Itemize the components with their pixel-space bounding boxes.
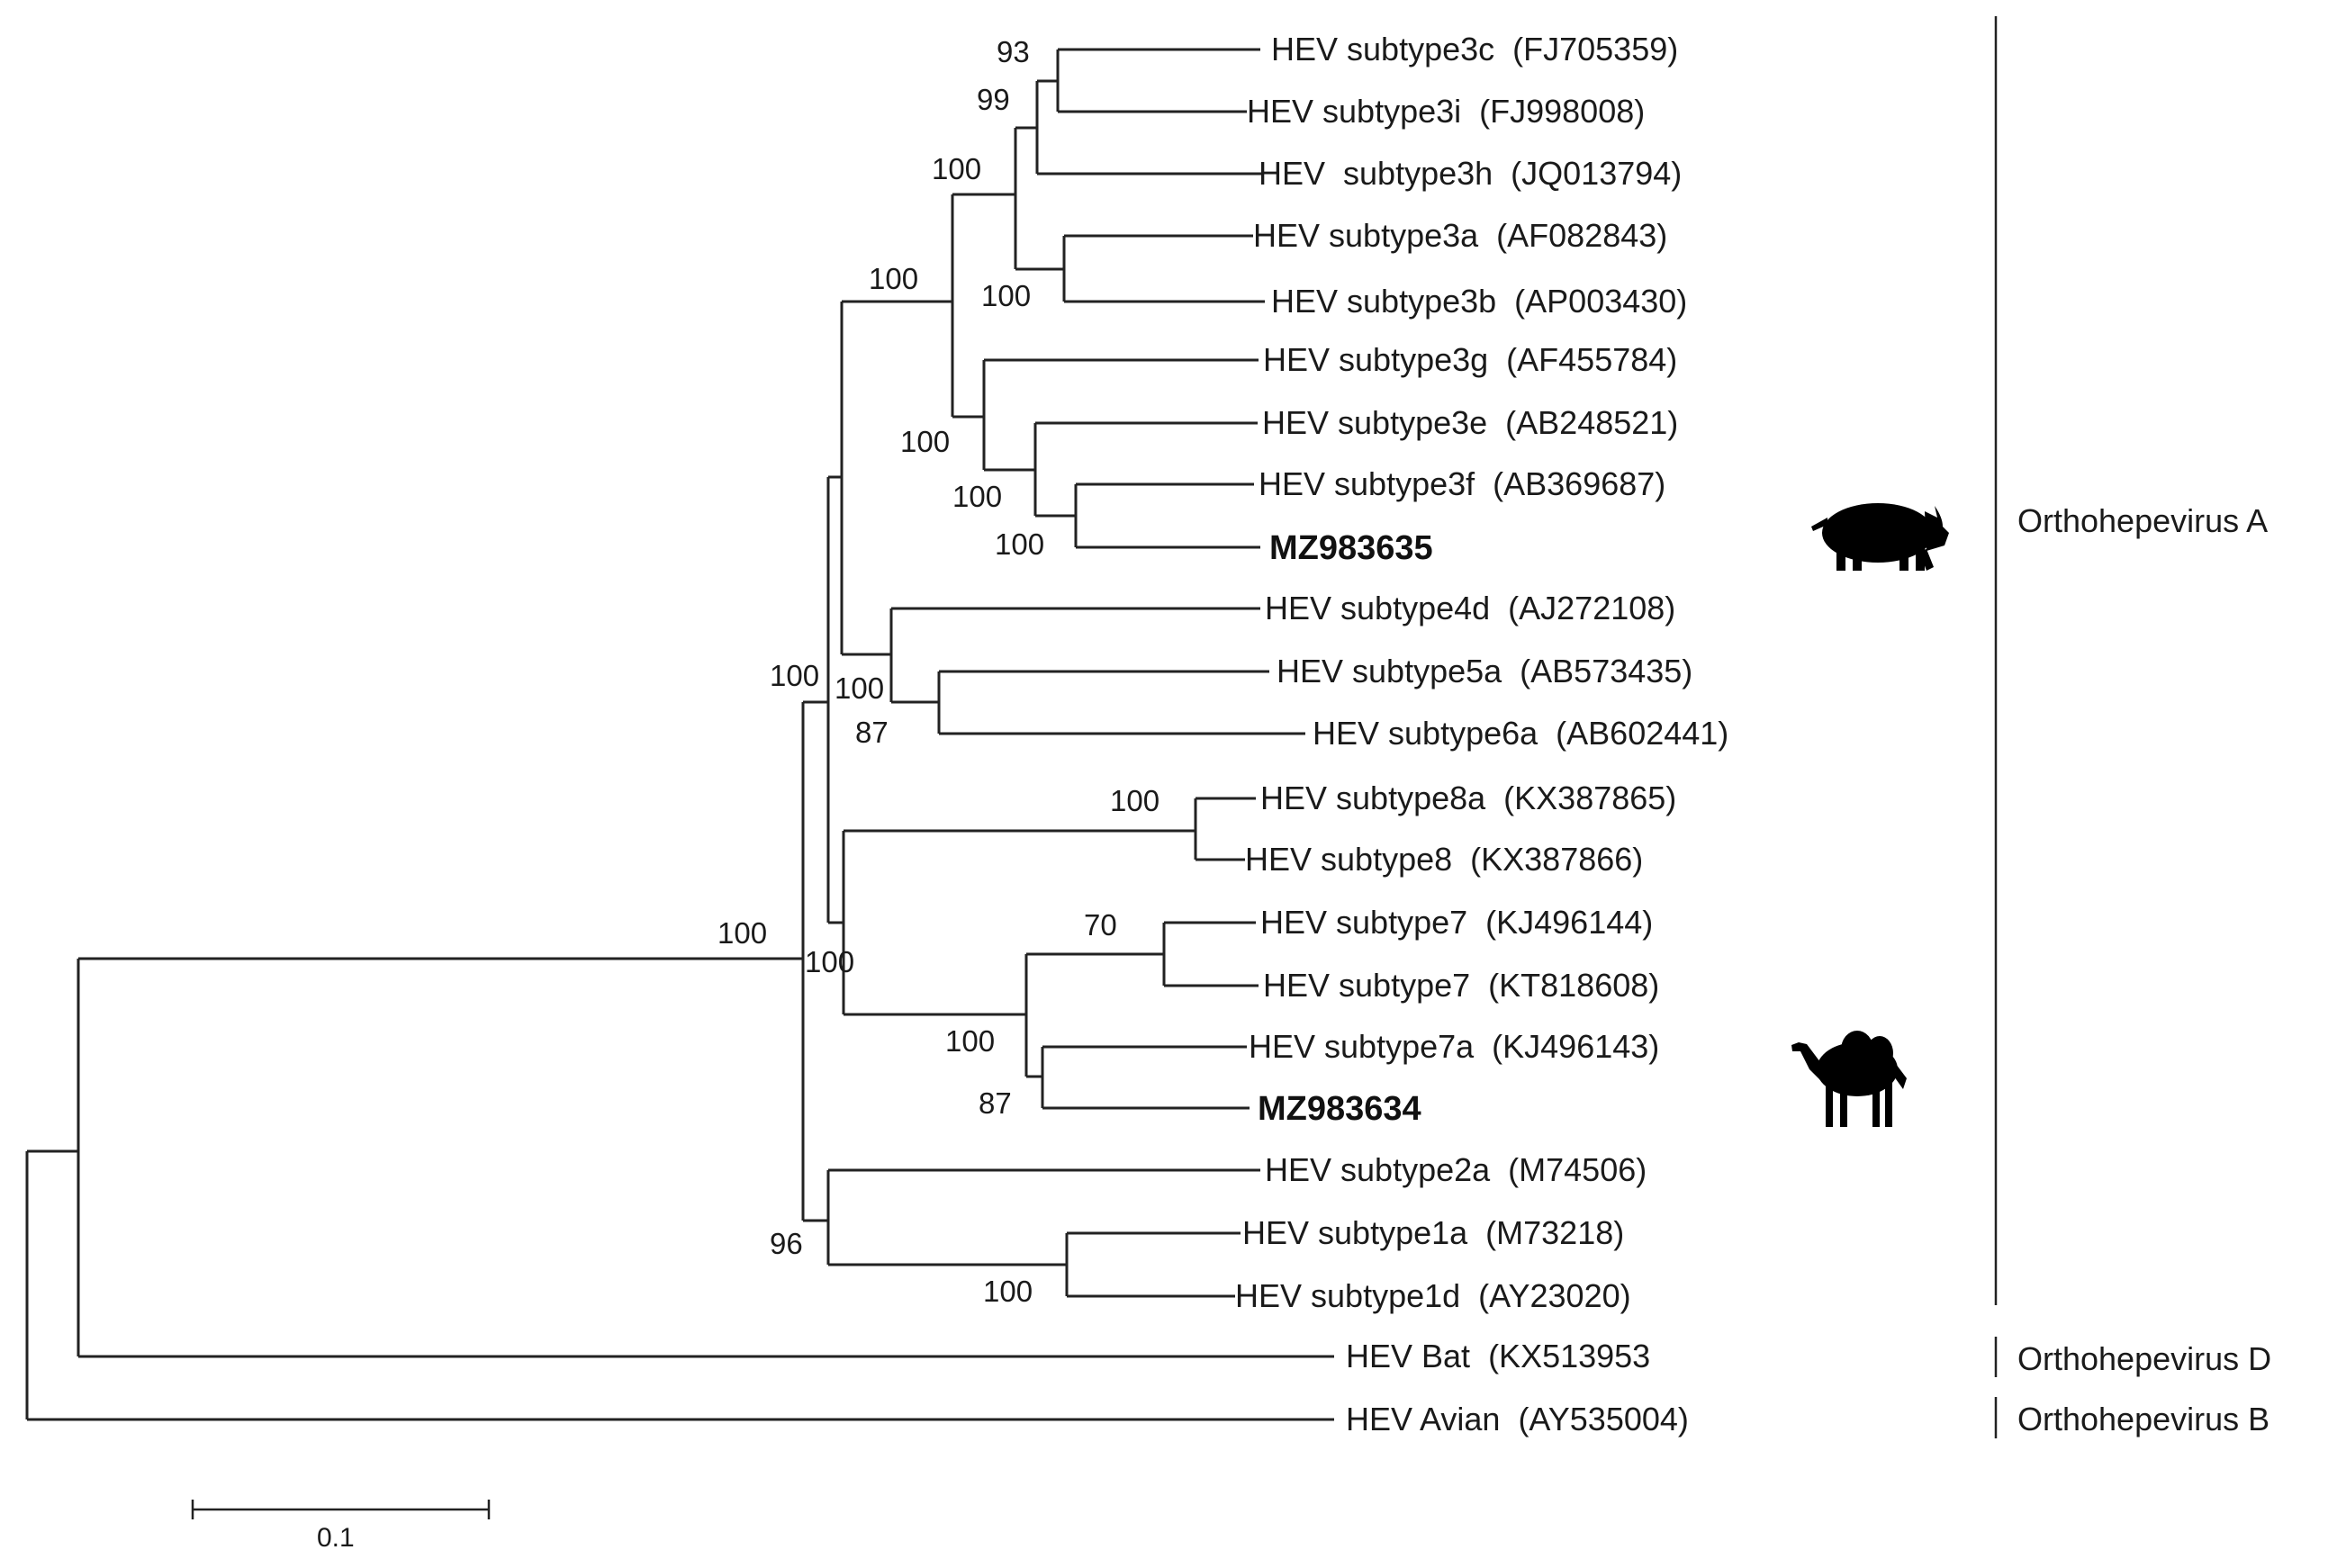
leaf-label: HEV subtype1a (M73218) <box>1242 1214 1624 1251</box>
bootstrap-value: 100 <box>945 1024 995 1058</box>
bootstrap-value: 100 <box>952 480 1002 513</box>
bootstrap-value: 93 <box>997 35 1030 68</box>
bootstrap-value: 100 <box>900 425 950 458</box>
scale-bar: 0.1 <box>191 1500 491 1553</box>
leaf-label: HEV subtype3h (JQ013794) <box>1259 155 1682 192</box>
bootstrap-value: 100 <box>995 527 1044 561</box>
leaf-label: HEV Bat (KX513953 <box>1346 1338 1650 1374</box>
leaf-label: HEV subtype3e (AB248521) <box>1262 404 1678 441</box>
bootstrap-value: 87 <box>979 1086 1012 1120</box>
leaf-label-mz983635: MZ983635 <box>1269 529 1433 567</box>
bootstrap-value: 100 <box>981 279 1031 312</box>
bootstrap-values: 93 99 100 100 100 100 100 100 100 100 87… <box>717 35 1159 1308</box>
leaf-label: HEV subtype3f (AB369687) <box>1259 465 1665 502</box>
bootstrap-value: 96 <box>770 1227 803 1260</box>
leaf-label: HEV subtype3b (AP003430) <box>1271 283 1687 320</box>
leaf-label: HEV Avian (AY535004) <box>1346 1401 1689 1437</box>
bootstrap-value: 100 <box>717 916 767 950</box>
bootstrap-value: 99 <box>977 83 1010 116</box>
bootstrap-value: 100 <box>983 1275 1033 1308</box>
leaf-label: HEV subtype6a (AB602441) <box>1313 715 1728 752</box>
leaf-label-mz983634: MZ983634 <box>1258 1090 1421 1128</box>
clade-brackets: Orthohepevirus A Orthohepevirus D Orthoh… <box>1994 16 2271 1438</box>
leaf-label: HEV subtype2a (M74506) <box>1265 1151 1647 1188</box>
bootstrap-value: 70 <box>1084 908 1117 942</box>
leaf-label: HEV subtype7 (KJ496144) <box>1260 904 1653 941</box>
clade-label-d: Orthohepevirus D <box>2017 1340 2271 1377</box>
bootstrap-value: 100 <box>932 152 981 185</box>
leaf-label: HEV subtype5a (AB573435) <box>1277 653 1692 689</box>
bootstrap-value: 100 <box>835 671 884 705</box>
camel-icon <box>1791 1031 1907 1127</box>
leaf-label: HEV subtype3g (AF455784) <box>1263 341 1677 378</box>
scale-bar-label: 0.1 <box>317 1523 355 1553</box>
leaf-label: HEV subtype3i (FJ998008) <box>1247 93 1645 130</box>
bootstrap-value: 100 <box>770 659 819 692</box>
leaf-labels: HEV subtype3c (FJ705359) HEV subtype3i (… <box>1235 31 1728 1437</box>
leaf-label: HEV subtype1d (AY23020) <box>1235 1277 1631 1314</box>
bootstrap-value: 100 <box>869 262 918 295</box>
bootstrap-value: 100 <box>805 945 854 978</box>
pig-icon <box>1811 503 1949 571</box>
bootstrap-value: 100 <box>1110 784 1159 817</box>
leaf-label: HEV subtype8a (KX387865) <box>1260 779 1676 816</box>
leaf-label: HEV subtype3c (FJ705359) <box>1271 31 1678 68</box>
clade-label-a: Orthohepevirus A <box>2017 502 2268 539</box>
leaf-label: HEV subtype7 (KT818608) <box>1263 967 1659 1004</box>
bootstrap-value: 87 <box>855 716 889 749</box>
leaf-label: HEV subtype3a (AF082843) <box>1253 217 1667 254</box>
clade-label-b: Orthohepevirus B <box>2017 1401 2269 1437</box>
leaf-label: HEV subtype8 (KX387866) <box>1245 841 1643 878</box>
tree-branches <box>25 48 1334 1421</box>
leaf-label: HEV subtype4d (AJ272108) <box>1265 590 1675 626</box>
leaf-label: HEV subtype7a (KJ496143) <box>1249 1028 1659 1065</box>
